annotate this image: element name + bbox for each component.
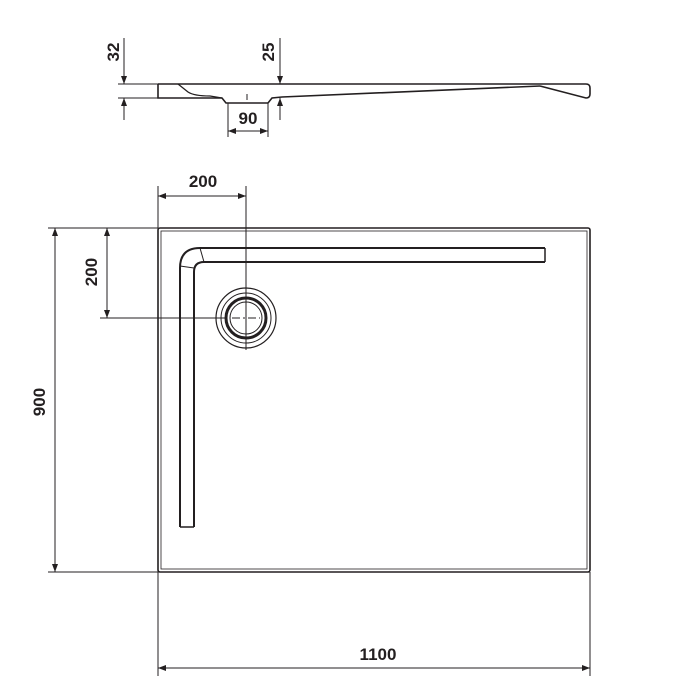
channel-outer xyxy=(179,247,545,527)
depth-label: 900 xyxy=(30,388,49,416)
height-label: 32 xyxy=(104,43,123,62)
tray-profile-top xyxy=(158,83,591,99)
drain-offset-y-label: 200 xyxy=(82,258,101,286)
channel-joint xyxy=(179,265,195,269)
top-view: 200 200 900 1100 xyxy=(30,172,591,676)
tray-profile-bottom xyxy=(157,84,541,104)
width-label: 1100 xyxy=(360,645,397,664)
drain-height-label: 25 xyxy=(259,43,278,62)
tray-slope xyxy=(177,83,223,99)
tray-outline xyxy=(157,227,591,573)
drain-offset-x-label: 200 xyxy=(189,172,217,191)
drain-width-label: 90 xyxy=(239,109,258,128)
channel-joint xyxy=(199,247,205,263)
side-view: 32 25 90 xyxy=(104,38,591,137)
tray-inner-edge xyxy=(160,230,588,570)
